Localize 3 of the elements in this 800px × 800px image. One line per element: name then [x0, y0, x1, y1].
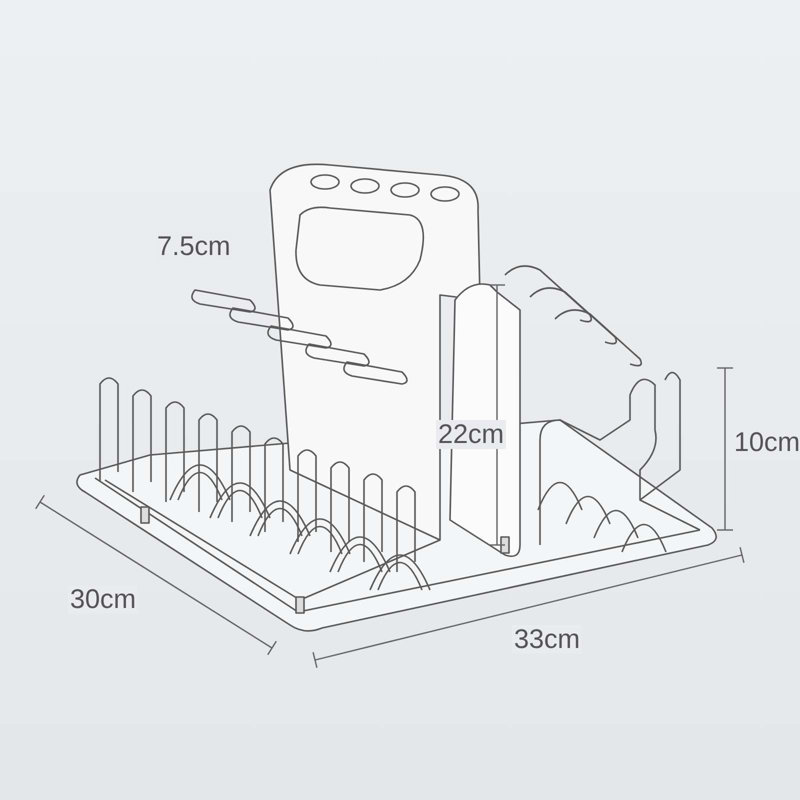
dimension-label: 30cm: [68, 585, 138, 614]
dimension-label: 22cm: [436, 420, 506, 449]
dimension-label: 33cm: [512, 625, 582, 654]
